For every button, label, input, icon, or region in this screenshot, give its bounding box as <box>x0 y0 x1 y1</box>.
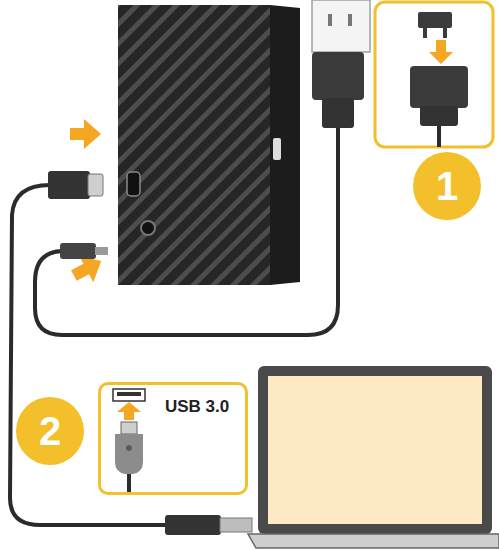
step-circle-fill <box>16 397 84 465</box>
barrel-plug <box>60 243 108 259</box>
callout-number: 2 <box>15 396 85 466</box>
laptop <box>248 366 499 548</box>
plug-inset <box>375 2 493 147</box>
usb-inset-box: USB 3.0 <box>98 382 248 495</box>
step-circle-fill <box>413 152 481 220</box>
callout-number: 1 <box>412 151 482 221</box>
step-number: 1 <box>412 151 482 221</box>
usb-a-plug <box>165 515 252 535</box>
wall-outlet <box>312 0 370 52</box>
hard-drive <box>118 5 300 285</box>
usb-port-detail <box>113 389 145 494</box>
power-adapter <box>312 52 364 128</box>
step-number: 2 <box>15 396 85 466</box>
usb-micro-connector <box>48 171 103 199</box>
insert-arrow <box>70 119 101 149</box>
port-label: USB 3.0 <box>165 397 229 417</box>
